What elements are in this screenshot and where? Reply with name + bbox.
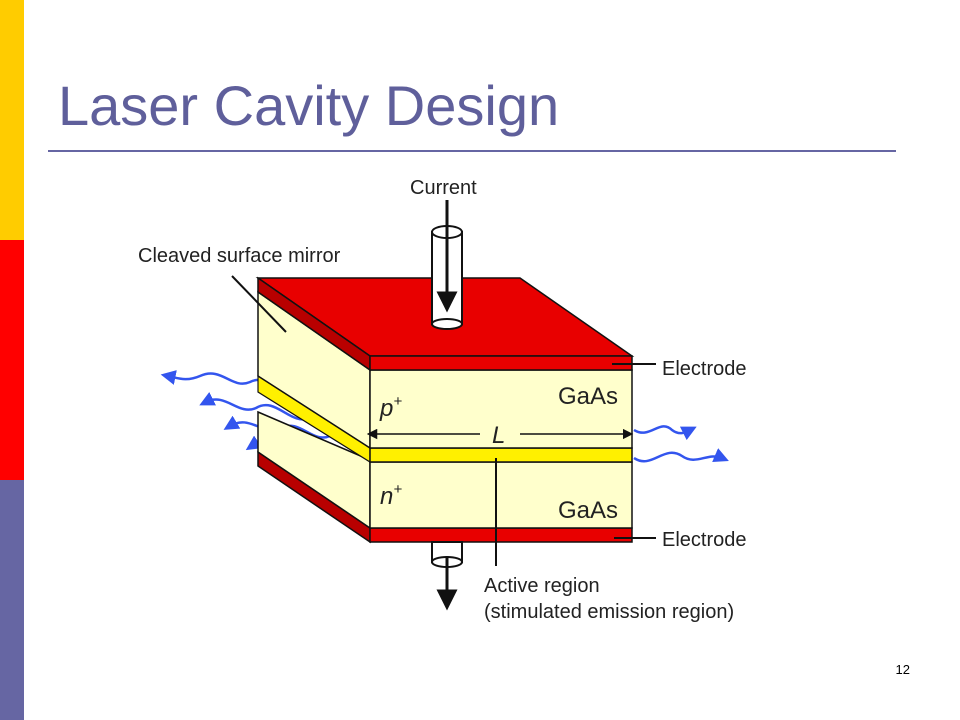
current-lead-bottom bbox=[431, 541, 463, 611]
sidebar-stripe-blue bbox=[0, 480, 24, 720]
active-region-label: Active region bbox=[484, 575, 600, 597]
current-label: Current bbox=[410, 177, 477, 199]
mirror-label: Cleaved surface mirror bbox=[138, 245, 341, 267]
n-gaas-layer bbox=[257, 410, 633, 530]
sidebar-stripe-yellow bbox=[0, 0, 24, 240]
leader-lines bbox=[231, 275, 656, 566]
title-underline bbox=[48, 150, 896, 152]
p-gaas-layer bbox=[257, 290, 633, 450]
length-label: L bbox=[492, 422, 505, 449]
sidebar-stripe-red bbox=[0, 240, 24, 480]
electrode-bottom-label: Electrode bbox=[662, 529, 747, 551]
emission-waves-right bbox=[633, 425, 729, 463]
slide-number: 12 bbox=[895, 662, 910, 677]
slide-title: Laser Cavity Design bbox=[58, 74, 560, 137]
n-region-label: n+ bbox=[380, 481, 402, 510]
p-region-label: p+ bbox=[379, 393, 402, 422]
electrode-top-label: Electrode bbox=[662, 358, 747, 380]
p-material-label: GaAs bbox=[558, 383, 618, 410]
current-lead-top bbox=[431, 200, 463, 330]
active-region-sublabel: (stimulated emission region) bbox=[484, 601, 734, 623]
n-material-label: GaAs bbox=[558, 497, 618, 524]
laser-cavity-diagram: Current Cleaved surface mirror Electrode… bbox=[138, 177, 747, 623]
